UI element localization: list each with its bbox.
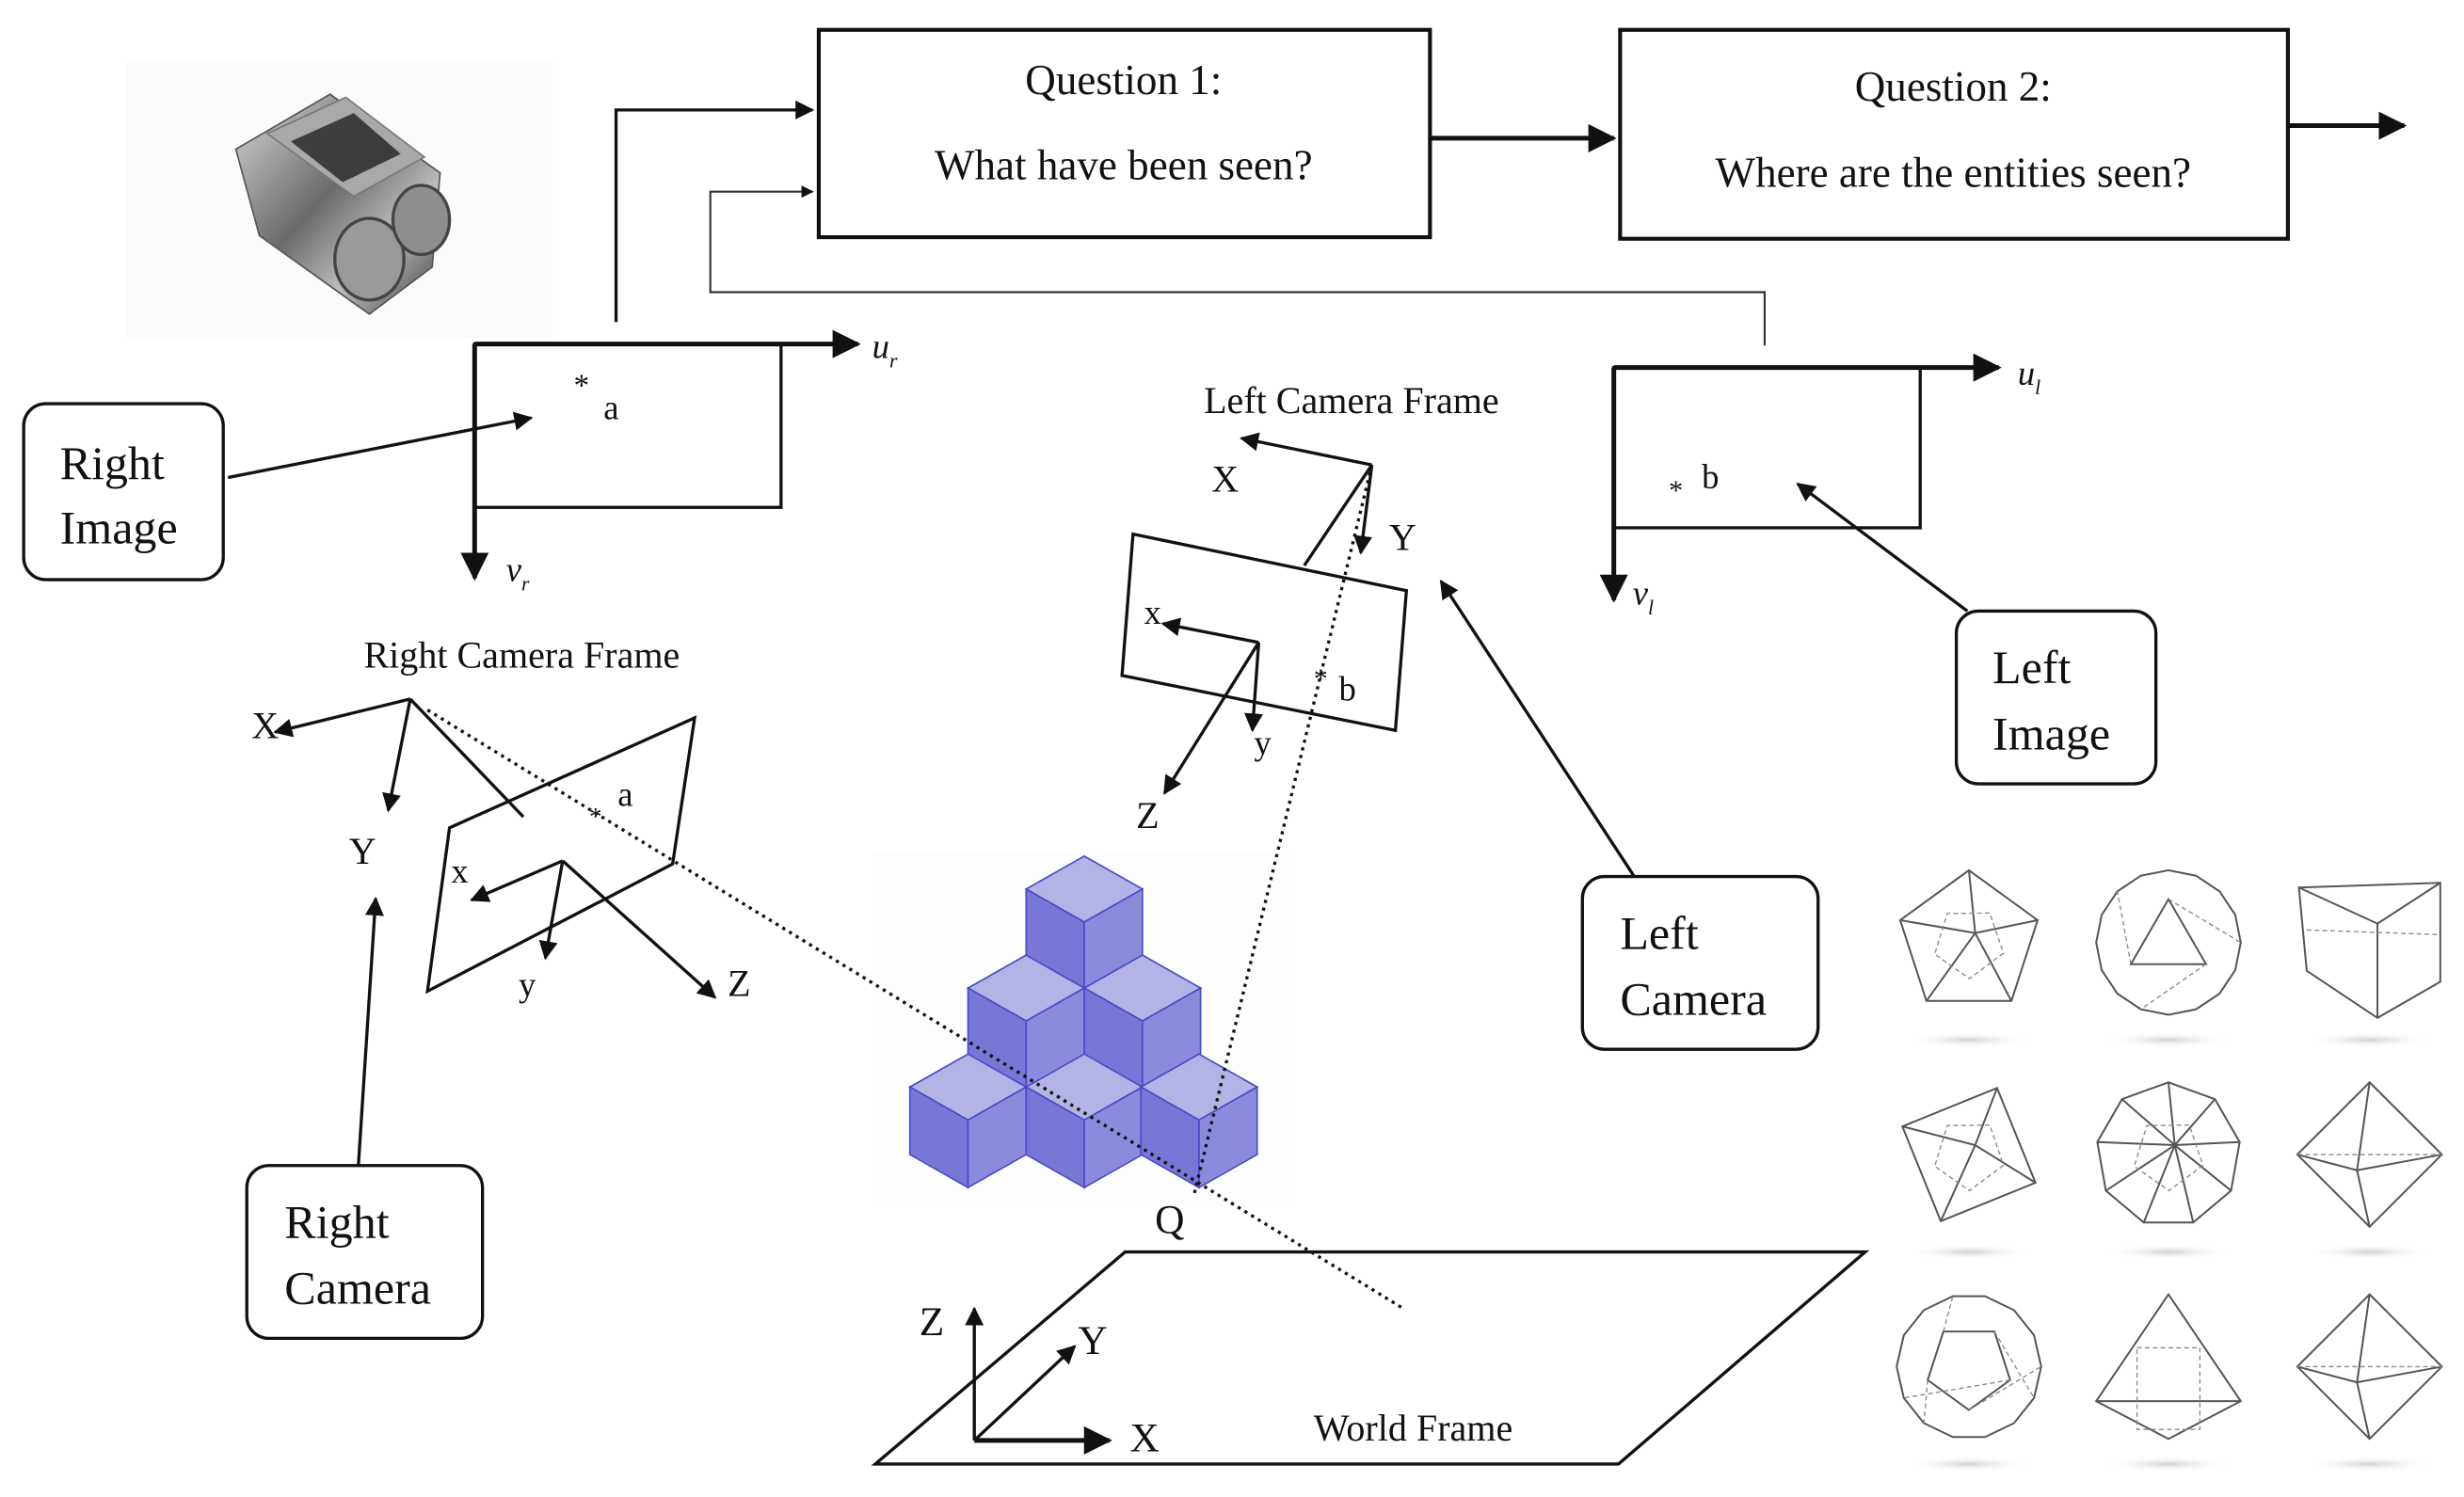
- svg-text:Camera: Camera: [1620, 972, 1767, 1025]
- left-image-to-q1-arrow: [709, 185, 1767, 346]
- right-projection-ray: [426, 709, 1404, 1311]
- right-image-plane: ur vr * a: [460, 327, 898, 596]
- svg-text:X: X: [1211, 458, 1239, 501]
- svg-text:Z: Z: [1136, 794, 1159, 836]
- irregular-polyhedron-image: [1900, 1087, 2038, 1260]
- cube: [1139, 1053, 1259, 1189]
- svg-text:Left: Left: [1992, 641, 2071, 693]
- svg-text:Z: Z: [728, 962, 750, 1004]
- svg-text:X: X: [251, 705, 279, 747]
- svg-text:vl: vl: [1633, 574, 1654, 619]
- svg-text:Camera: Camera: [284, 1262, 431, 1314]
- stacked-cubes-object: [872, 851, 1289, 1207]
- svg-text:Y: Y: [349, 830, 376, 872]
- svg-text:ur: ur: [872, 327, 898, 373]
- left-image-pointer-arrow: [1796, 482, 1969, 613]
- stereo-camera-image: [125, 62, 553, 338]
- svg-text:x: x: [1144, 593, 1161, 631]
- svg-text:Z: Z: [920, 1299, 945, 1345]
- svg-text:Image: Image: [1992, 707, 2110, 759]
- svg-text:Y: Y: [1078, 1318, 1107, 1363]
- question-1-title: Question 1:: [1025, 56, 1222, 104]
- svg-text:Right: Right: [60, 437, 165, 489]
- cube: [1024, 1053, 1144, 1189]
- right-image-callout: Right Image: [22, 402, 534, 581]
- subdivided-cube-image: [2297, 882, 2441, 1048]
- question-1-text: What have been seen?: [935, 141, 1313, 188]
- svg-text:y: y: [1254, 723, 1272, 761]
- pentagonal-solid-image: [1898, 868, 2040, 1048]
- right-camera-pointer-arrow: [357, 896, 384, 1166]
- left-camera-frame: Left Camera Frame X Y x y Z * b: [1120, 379, 1499, 836]
- left-camera-callout: Left Camera: [1439, 580, 1820, 1051]
- svg-text:X: X: [1129, 1416, 1159, 1461]
- svg-text:x: x: [451, 852, 468, 890]
- cube: [1024, 854, 1144, 992]
- svg-text:Image: Image: [60, 502, 178, 554]
- svg-text:Left: Left: [1620, 906, 1698, 959]
- left-camera-pointer-arrow: [1439, 580, 1636, 878]
- polyhedra-grid: [1896, 868, 2443, 1473]
- right-camera-frame-label: Right Camera Frame: [363, 634, 680, 677]
- question-2-box: Question 2: Where are the entities seen?: [1618, 27, 2290, 241]
- svg-text:vr: vr: [506, 550, 530, 596]
- geodesic-sphere-image: [2095, 868, 2242, 1048]
- dodecahedron-image: [2096, 1081, 2241, 1260]
- point-b-marker: *: [1669, 474, 1683, 506]
- svg-text:b: b: [1339, 670, 1356, 709]
- svg-text:*: *: [589, 802, 601, 830]
- v-r-label: v: [506, 550, 522, 589]
- right-camera-callout: Right Camera: [245, 896, 485, 1341]
- right-camera-frame: Right Camera Frame X Y x y Z * a: [251, 634, 750, 1005]
- svg-text:y: y: [519, 964, 536, 1003]
- question-1-box: Question 1: What have been seen?: [816, 27, 1432, 240]
- left-camera-frame-label: Left Camera Frame: [1204, 379, 1499, 422]
- left-image-plane: ul vl * b: [1599, 353, 2040, 619]
- left-image-callout: Left Image: [1796, 482, 2158, 786]
- world-frame: Z Y X World Frame: [871, 1250, 1870, 1466]
- point-a-marker: *: [573, 369, 589, 404]
- point-b-label: b: [1702, 457, 1719, 496]
- question-2-title: Question 2:: [1855, 63, 2052, 110]
- svg-text:ul: ul: [2018, 354, 2040, 399]
- cube: [908, 1053, 1028, 1189]
- svg-text:Y: Y: [1389, 516, 1416, 558]
- u-l-label: u: [2018, 354, 2035, 392]
- world-frame-label: World Frame: [1314, 1407, 1512, 1449]
- svg-text:*: *: [1314, 662, 1328, 694]
- scene-point-q-label: Q: [1155, 1198, 1184, 1243]
- pyramid-image: [2296, 1293, 2443, 1473]
- u-r-label: u: [872, 327, 889, 366]
- truncated-icosahedron-image: [1896, 1295, 2042, 1473]
- v-l-label: v: [1633, 574, 1649, 613]
- question-2-text: Where are the entities seen?: [1716, 150, 2191, 197]
- stellated-tetrahedron-image: [2094, 1292, 2243, 1473]
- right-image-to-q1-arrow: [614, 100, 815, 323]
- svg-text:Right: Right: [284, 1196, 389, 1249]
- point-a-label: a: [603, 389, 618, 427]
- right-image-pointer-arrow: [227, 411, 534, 480]
- svg-text:a: a: [617, 774, 632, 813]
- octahedron-image: [2296, 1080, 2443, 1260]
